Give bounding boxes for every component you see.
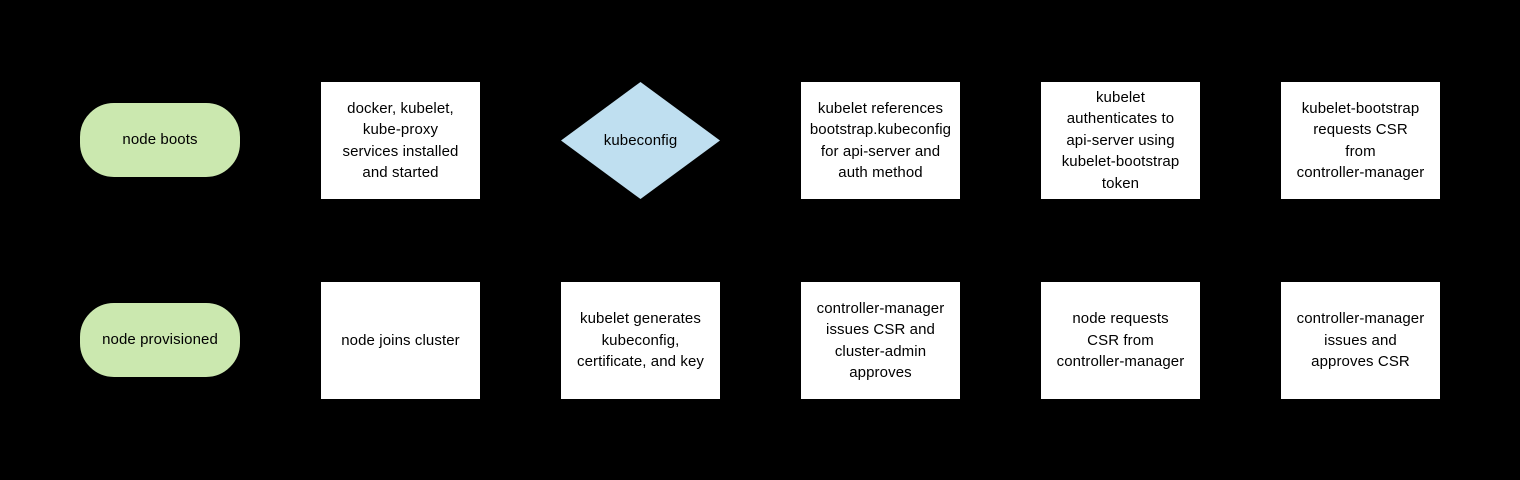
flow-node-label: controller-manager issues and approves C… bbox=[1296, 310, 1425, 371]
flow-node-services-installed[interactable]: docker, kubelet, kube-proxy services ins… bbox=[321, 82, 480, 199]
diamond-shape-icon bbox=[561, 82, 720, 199]
flow-node-kubelet-authenticates[interactable]: kubelet authenticates to api-server usin… bbox=[1041, 82, 1200, 199]
flow-node-kubelet-bootstrap-requests-csr[interactable]: kubelet-bootstrap requests CSR from cont… bbox=[1281, 82, 1440, 199]
flow-node-label: node boots bbox=[122, 131, 198, 149]
flow-node-node-requests-csr[interactable]: node requests CSR from controller-manage… bbox=[1041, 282, 1200, 399]
flow-node-node-provisioned[interactable]: node provisioned bbox=[80, 303, 240, 377]
flow-node-label: kubelet-bootstrap requests CSR from cont… bbox=[1296, 99, 1425, 182]
flow-node-label: kubelet references bootstrap.kubeconfig … bbox=[809, 99, 952, 182]
flow-node-label: controller-manager issues CSR and cluste… bbox=[816, 299, 945, 382]
flow-node-kubeconfig-decision[interactable]: kubeconfig bbox=[561, 82, 720, 199]
flow-node-label: docker, kubelet, kube-proxy services ins… bbox=[342, 99, 459, 182]
flow-node-label: kubelet generates kubeconfig, certificat… bbox=[576, 310, 705, 371]
flow-node-label: node requests CSR from controller-manage… bbox=[1056, 310, 1185, 371]
flow-node-controller-manager-issues-approves[interactable]: controller-manager issues and approves C… bbox=[1281, 282, 1440, 399]
flow-node-label: node joins cluster bbox=[341, 331, 460, 349]
flow-node-node-joins-cluster[interactable]: node joins cluster bbox=[321, 282, 480, 399]
flow-node-label: kubelet authenticates to api-server usin… bbox=[1061, 88, 1180, 192]
flow-node-kubelet-generates-kubeconfig[interactable]: kubelet generates kubeconfig, certificat… bbox=[561, 282, 720, 399]
flow-node-controller-manager-issues-csr[interactable]: controller-manager issues CSR and cluste… bbox=[801, 282, 960, 399]
flow-node-label: node provisioned bbox=[102, 331, 218, 349]
flow-node-label: kubeconfig bbox=[603, 131, 678, 149]
flow-node-node-boots[interactable]: node boots bbox=[80, 103, 240, 177]
flow-node-kubelet-references-bootstrap[interactable]: kubelet references bootstrap.kubeconfig … bbox=[801, 82, 960, 199]
